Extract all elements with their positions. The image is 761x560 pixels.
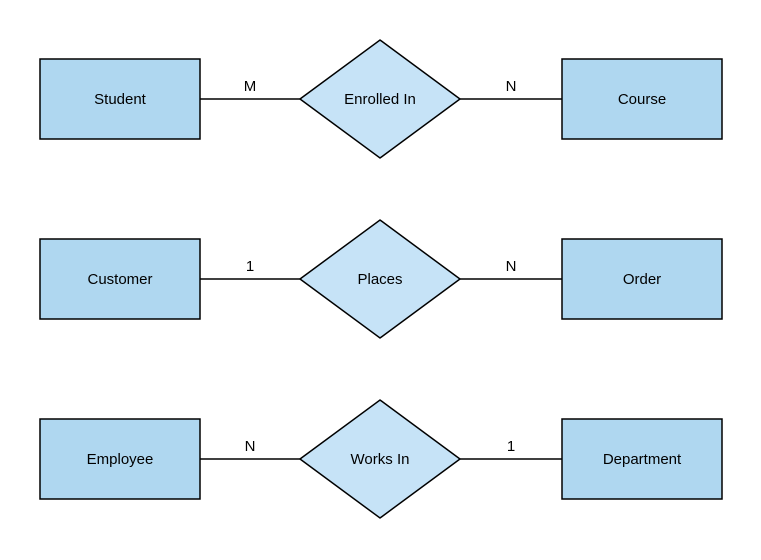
entity-order — [561, 238, 723, 320]
entity-employee-label: Employee — [87, 451, 154, 468]
entity-student-label: Student — [94, 91, 147, 108]
entity-employee — [39, 418, 201, 500]
cardinality-right: 1 — [507, 438, 515, 455]
entity-department-label: Department — [603, 451, 682, 468]
entity-customer-label: Customer — [87, 271, 152, 288]
relationship-row-works-in: Employee N Works In 1 Department — [39, 399, 723, 519]
cardinality-left: 1 — [246, 258, 254, 275]
relationship-enrolled-in-label: Enrolled In — [344, 91, 416, 108]
relationship-works-in-label: Works In — [351, 451, 410, 468]
cardinality-right: N — [506, 78, 517, 95]
entity-order-label: Order — [623, 271, 661, 288]
entity-student — [39, 58, 201, 140]
entity-course — [561, 58, 723, 140]
entity-customer — [39, 238, 201, 320]
relationship-row-places: Customer 1 Places N Order — [39, 219, 723, 339]
entity-course-label: Course — [618, 91, 666, 108]
cardinality-left: N — [245, 438, 256, 455]
cardinality-right: N — [506, 258, 517, 275]
cardinality-left: M — [244, 78, 257, 95]
relationship-row-enrolled-in: Student M Enrolled In N Course — [39, 39, 723, 159]
relationship-places-label: Places — [357, 271, 402, 288]
entity-department — [561, 418, 723, 500]
